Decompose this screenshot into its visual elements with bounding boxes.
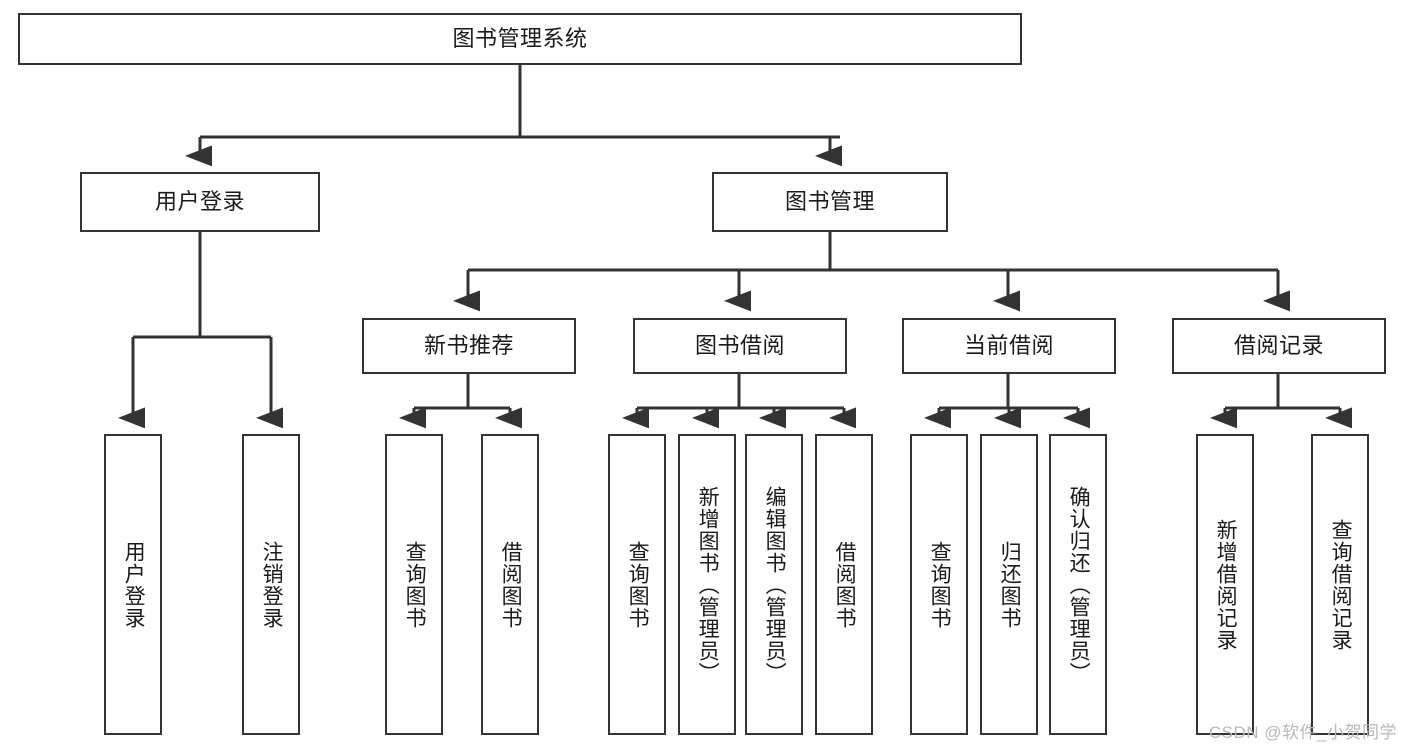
leaf-edit-book-admin[interactable]: 编辑图书（管理员）	[745, 434, 803, 735]
node-book-borrow[interactable]: 图书借阅	[633, 318, 847, 374]
node-user-login-label: 用户登录	[154, 188, 245, 214]
leaf-confirm-return-admin-label: 确认归还（管理员）	[1067, 485, 1091, 684]
node-root-label: 图书管理系统	[452, 25, 588, 51]
node-current-borrow-label: 当前借阅	[963, 332, 1054, 358]
leaf-add-borrow-record[interactable]: 新增借阅记录	[1196, 434, 1254, 735]
node-root[interactable]: 图书管理系统	[18, 13, 1022, 65]
node-user-login[interactable]: 用户登录	[80, 172, 320, 232]
leaf-borrow-book-newbook-label: 借阅图书	[499, 540, 523, 629]
leaf-borrow-book-newbook[interactable]: 借阅图书	[481, 434, 539, 735]
leaf-logout-label: 注销登录	[260, 540, 284, 629]
leaf-logout[interactable]: 注销登录	[242, 434, 300, 735]
leaf-user-login[interactable]: 用户登录	[104, 434, 162, 735]
leaf-query-book-current[interactable]: 查询图书	[910, 434, 968, 735]
leaf-query-book-newbook[interactable]: 查询图书	[385, 434, 443, 735]
leaf-add-book-admin[interactable]: 新增图书（管理员）	[678, 434, 736, 735]
node-new-book-recommend[interactable]: 新书推荐	[362, 318, 576, 374]
leaf-return-book-label: 归还图书	[998, 540, 1022, 629]
leaf-query-book-current-label: 查询图书	[928, 540, 952, 629]
leaf-borrow-book-label: 借阅图书	[833, 540, 857, 629]
leaf-query-book-newbook-label: 查询图书	[403, 540, 427, 629]
leaf-return-book[interactable]: 归还图书	[980, 434, 1038, 735]
node-book-borrow-label: 图书借阅	[694, 332, 785, 358]
leaf-user-login-label: 用户登录	[122, 540, 146, 629]
node-book-management-label: 图书管理	[784, 188, 875, 214]
node-borrow-record-label: 借阅记录	[1233, 332, 1324, 358]
watermark: CSDN @软件_小贺同学	[1208, 723, 1397, 742]
node-borrow-record[interactable]: 借阅记录	[1172, 318, 1386, 374]
leaf-borrow-book[interactable]: 借阅图书	[815, 434, 873, 735]
leaf-query-book-borrow[interactable]: 查询图书	[608, 434, 666, 735]
leaf-edit-book-admin-label: 编辑图书（管理员）	[763, 485, 787, 684]
leaf-query-borrow-record[interactable]: 查询借阅记录	[1311, 434, 1369, 735]
leaf-query-book-borrow-label: 查询图书	[626, 540, 650, 629]
node-book-management[interactable]: 图书管理	[712, 172, 948, 232]
leaf-add-borrow-record-label: 新增借阅记录	[1214, 518, 1238, 651]
leaf-query-borrow-record-label: 查询借阅记录	[1329, 518, 1353, 651]
leaf-confirm-return-admin[interactable]: 确认归还（管理员）	[1049, 434, 1107, 735]
leaf-add-book-admin-label: 新增图书（管理员）	[696, 485, 720, 684]
node-new-book-recommend-label: 新书推荐	[423, 332, 514, 358]
node-current-borrow[interactable]: 当前借阅	[902, 318, 1116, 374]
